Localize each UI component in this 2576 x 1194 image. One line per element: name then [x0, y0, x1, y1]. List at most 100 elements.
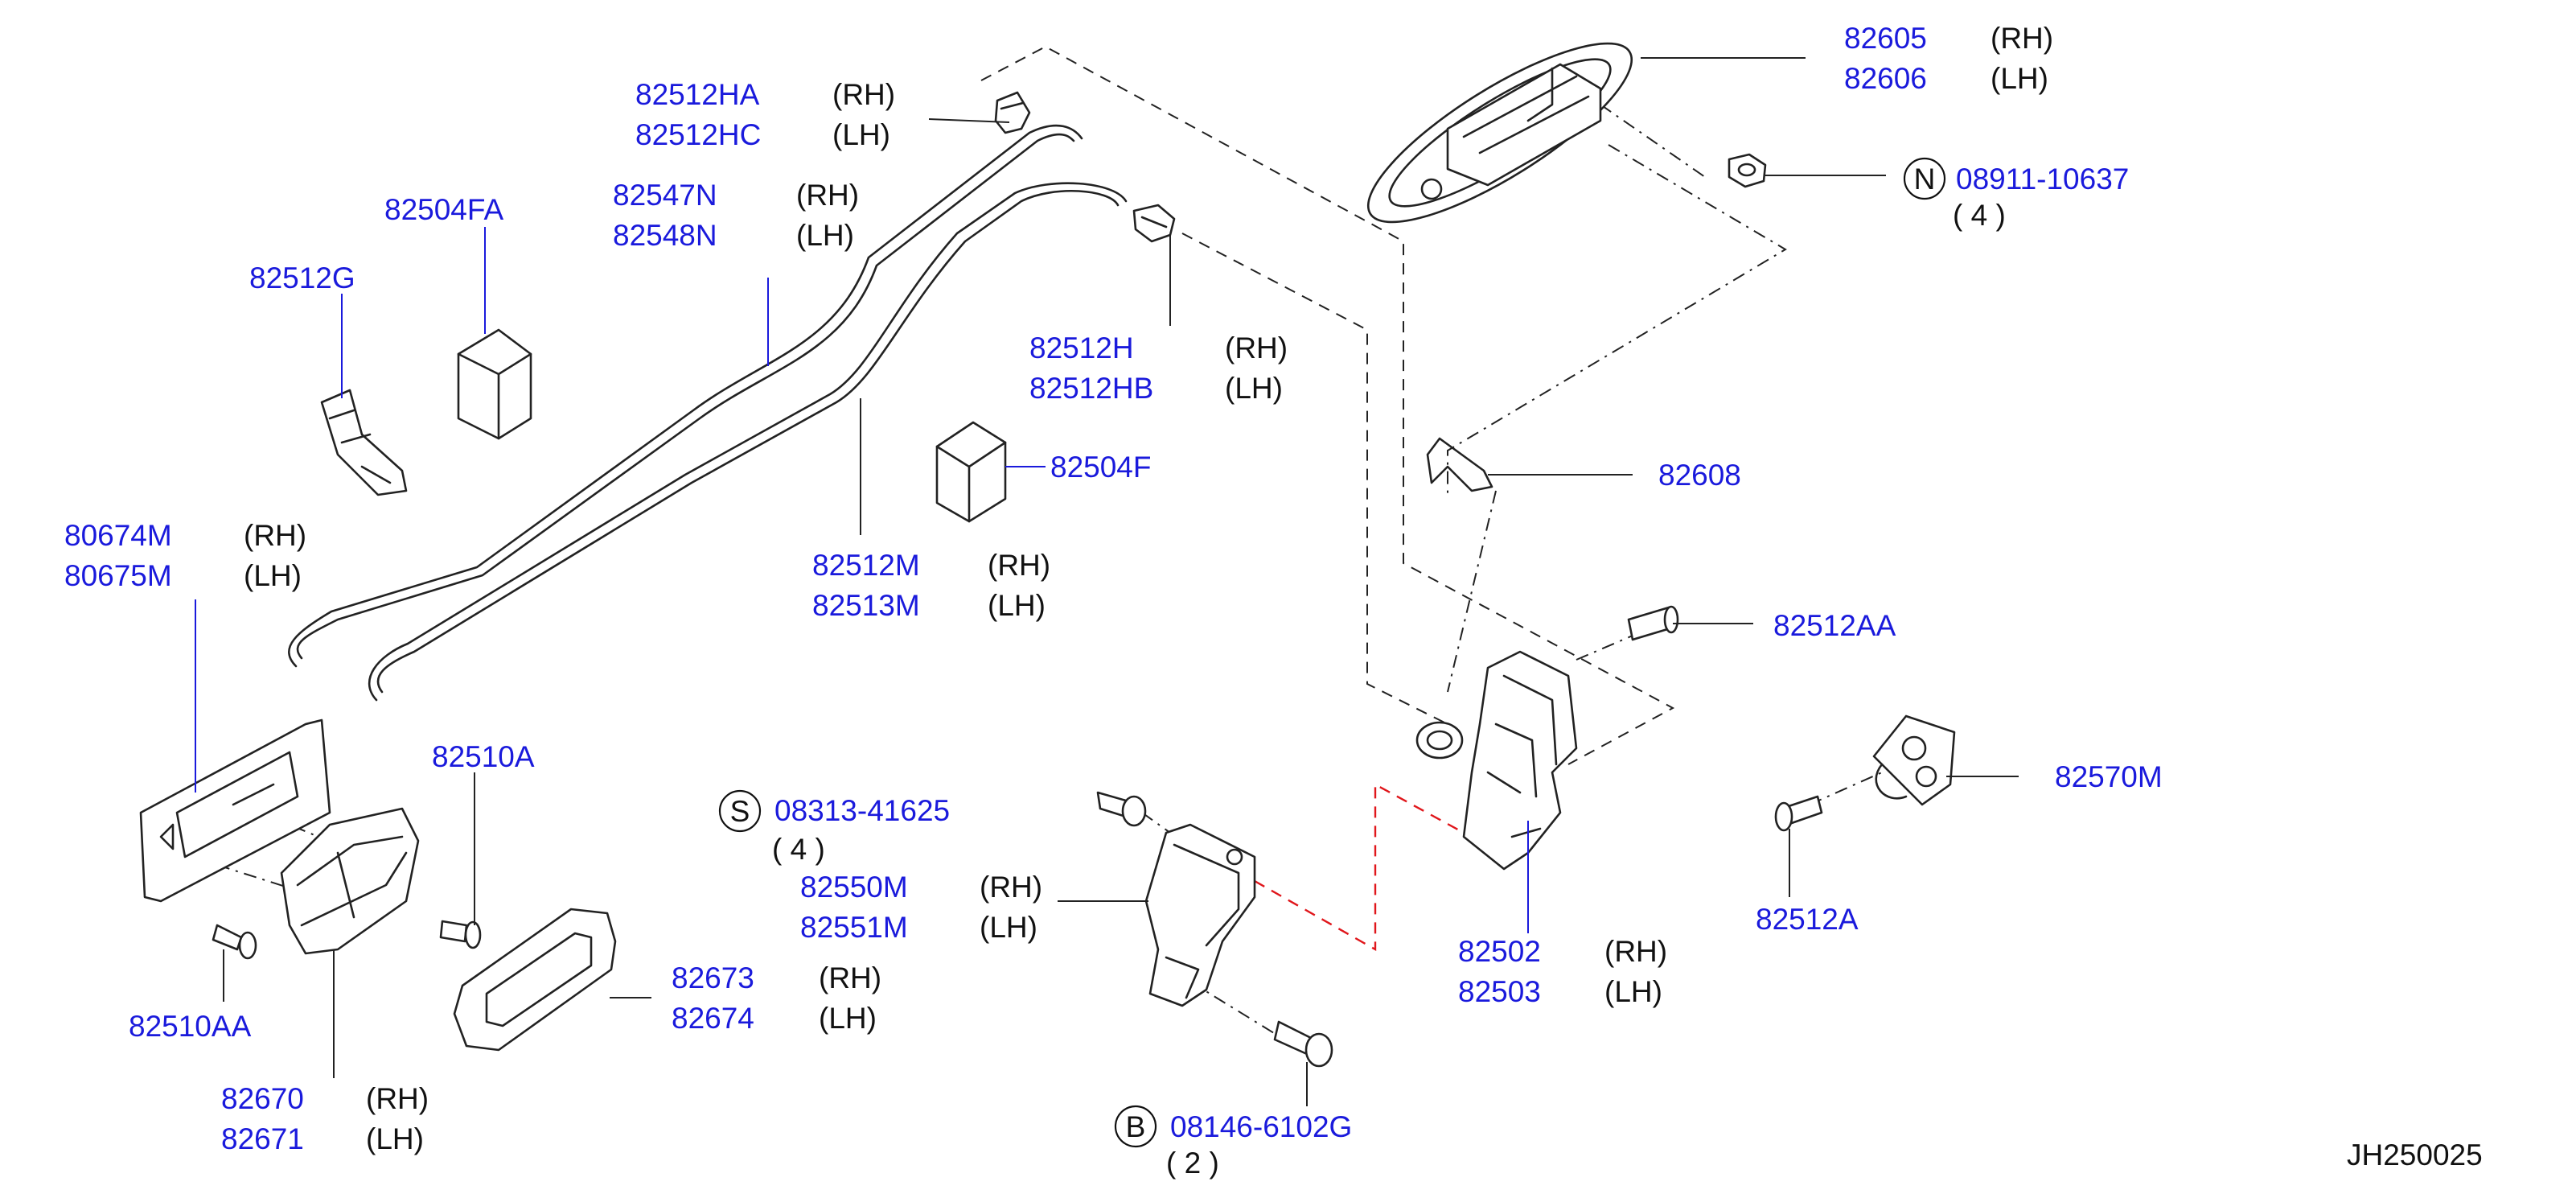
- striker-82570M: [1872, 714, 1956, 806]
- phantom-line-striker: [1809, 772, 1883, 805]
- inside-handle-body: [280, 807, 420, 955]
- label-82513M: 82513M: [812, 589, 920, 622]
- clip-82512HA-body: [994, 91, 1031, 134]
- label-82502: 82502: [1458, 935, 1541, 968]
- label-82550M-side: (RH): [980, 871, 1042, 904]
- clip-82512G-detail: [328, 409, 392, 484]
- screw-82512A-head: [1774, 801, 1793, 832]
- clip-82512H: [1132, 204, 1176, 243]
- nut-08911-hole: [1737, 163, 1756, 177]
- diagram-code: JH250025: [2347, 1138, 2483, 1171]
- screw-82510AA-head: [238, 931, 257, 960]
- label-82510A: 82510A: [432, 740, 535, 773]
- door-lock-lever-inner: [1426, 730, 1453, 751]
- label-82513M-side: (LH): [988, 589, 1046, 622]
- label-82512H: 82512H: [1029, 331, 1134, 364]
- pad-82504FA: [457, 328, 532, 440]
- label-80674M-side: (RH): [244, 519, 306, 552]
- label-82512HB: 82512HB: [1029, 372, 1153, 405]
- leader-82512HA: [928, 118, 1010, 123]
- door-lock-82502: [1415, 650, 1578, 871]
- label-82512G: 82512G: [249, 261, 355, 294]
- label-82548N: 82548N: [613, 219, 717, 252]
- screw-82512AA: [1627, 605, 1679, 641]
- label-82606-side: (LH): [1991, 62, 2048, 95]
- label-82512M-side: (RH): [988, 549, 1050, 582]
- phantom-line-red: [1254, 782, 1465, 952]
- label-08146-qty: ( 2 ): [1166, 1147, 1219, 1180]
- escutcheon-inner: [485, 932, 593, 1027]
- rod-82608: [1426, 437, 1493, 492]
- labels: 82605 (RH) 82606 (LH) 82512HA (RH) 82512…: [64, 22, 2483, 1180]
- clip-82512HA-detail: [1000, 101, 1025, 110]
- label-82605-side: (RH): [1991, 22, 2053, 55]
- badge-S: S: [730, 795, 750, 828]
- label-08911: 08911-10637: [1956, 163, 2129, 196]
- badge-N: N: [1914, 163, 1936, 196]
- label-82673: 82673: [672, 961, 754, 994]
- phantom-line-handle: [1447, 144, 1787, 499]
- phantom-line-handle-2: [1600, 104, 1706, 178]
- label-82605: 82605: [1844, 22, 1927, 55]
- label-82551M-side: (LH): [980, 911, 1037, 944]
- label-82512HC-side: (LH): [832, 118, 890, 151]
- rod-82547N: [296, 133, 1075, 660]
- label-80674M: 80674M: [64, 519, 172, 552]
- screw-82512A: [1774, 795, 1823, 832]
- leader-lines: [195, 57, 2019, 1106]
- door-lock-body: [1462, 650, 1578, 871]
- clip-82512H-detail: [1140, 216, 1168, 229]
- striker-bolt-1: [1901, 735, 1927, 761]
- striker-bolt-2: [1915, 765, 1937, 788]
- pad-82504FA-edge: [457, 352, 532, 440]
- rod-82512M-inner: [368, 182, 1128, 702]
- bolt-08313: [1096, 791, 1147, 827]
- label-82671: 82671: [221, 1122, 304, 1155]
- bolt-08313-body: [1096, 791, 1128, 818]
- cover-82550M: [1144, 823, 1256, 1007]
- label-82550M: 82550M: [800, 871, 908, 904]
- inside-handle-82670: [280, 807, 420, 955]
- label-82512HC: 82512HC: [635, 118, 761, 151]
- rods: [287, 124, 1128, 702]
- pad-82504F-edge: [935, 441, 1007, 523]
- label-82671-side: (LH): [366, 1122, 424, 1155]
- outside-handle-rivet: [1420, 178, 1443, 200]
- escutcheon-outer: [453, 908, 617, 1052]
- label-82670: 82670: [221, 1082, 304, 1115]
- phantom-line-82512AA: [1576, 635, 1633, 661]
- label-82512HA: 82512HA: [635, 78, 760, 111]
- label-82548N-side: (LH): [796, 219, 854, 252]
- inside-handle-base-detail: [175, 751, 299, 858]
- phantom-line-lever: [1447, 490, 1497, 693]
- phantom-line-upper: [980, 45, 1675, 765]
- badge-B-circle: [1114, 1105, 1157, 1148]
- label-82504FA: 82504FA: [384, 193, 503, 226]
- label-08313-qty: ( 4 ): [772, 833, 825, 866]
- pad-82504F: [935, 421, 1007, 523]
- inside-handle-base-80674M: [139, 718, 331, 903]
- label-82510AA: 82510AA: [129, 1010, 252, 1043]
- inside-handle-detail: [296, 835, 408, 927]
- cover-82550M-boss: [1226, 848, 1243, 866]
- screw-82510AA: [212, 924, 257, 960]
- nut-08911: [1728, 153, 1767, 188]
- screw-82510A-head: [464, 920, 482, 949]
- rod-82512M: [376, 189, 1120, 694]
- label-82547N-side: (RH): [796, 179, 859, 212]
- rod-82608-shape: [1426, 437, 1493, 492]
- clip-82512G: [320, 389, 408, 496]
- label-82670-side: (RH): [366, 1082, 429, 1115]
- cover-82550M-detail: [1165, 843, 1240, 999]
- label-82512HA-side: (RH): [832, 78, 895, 111]
- label-82502-side: (RH): [1604, 935, 1667, 968]
- rod-82547N-inner: [287, 124, 1083, 668]
- screw-82510A: [439, 920, 482, 949]
- label-82503: 82503: [1458, 975, 1541, 1008]
- screw-82510AA-body: [212, 924, 243, 951]
- outside-handle-82605: [1366, 42, 1633, 224]
- label-82503-side: (LH): [1604, 975, 1662, 1008]
- bolt-08313-head: [1121, 795, 1147, 827]
- label-82570M: 82570M: [2055, 760, 2163, 793]
